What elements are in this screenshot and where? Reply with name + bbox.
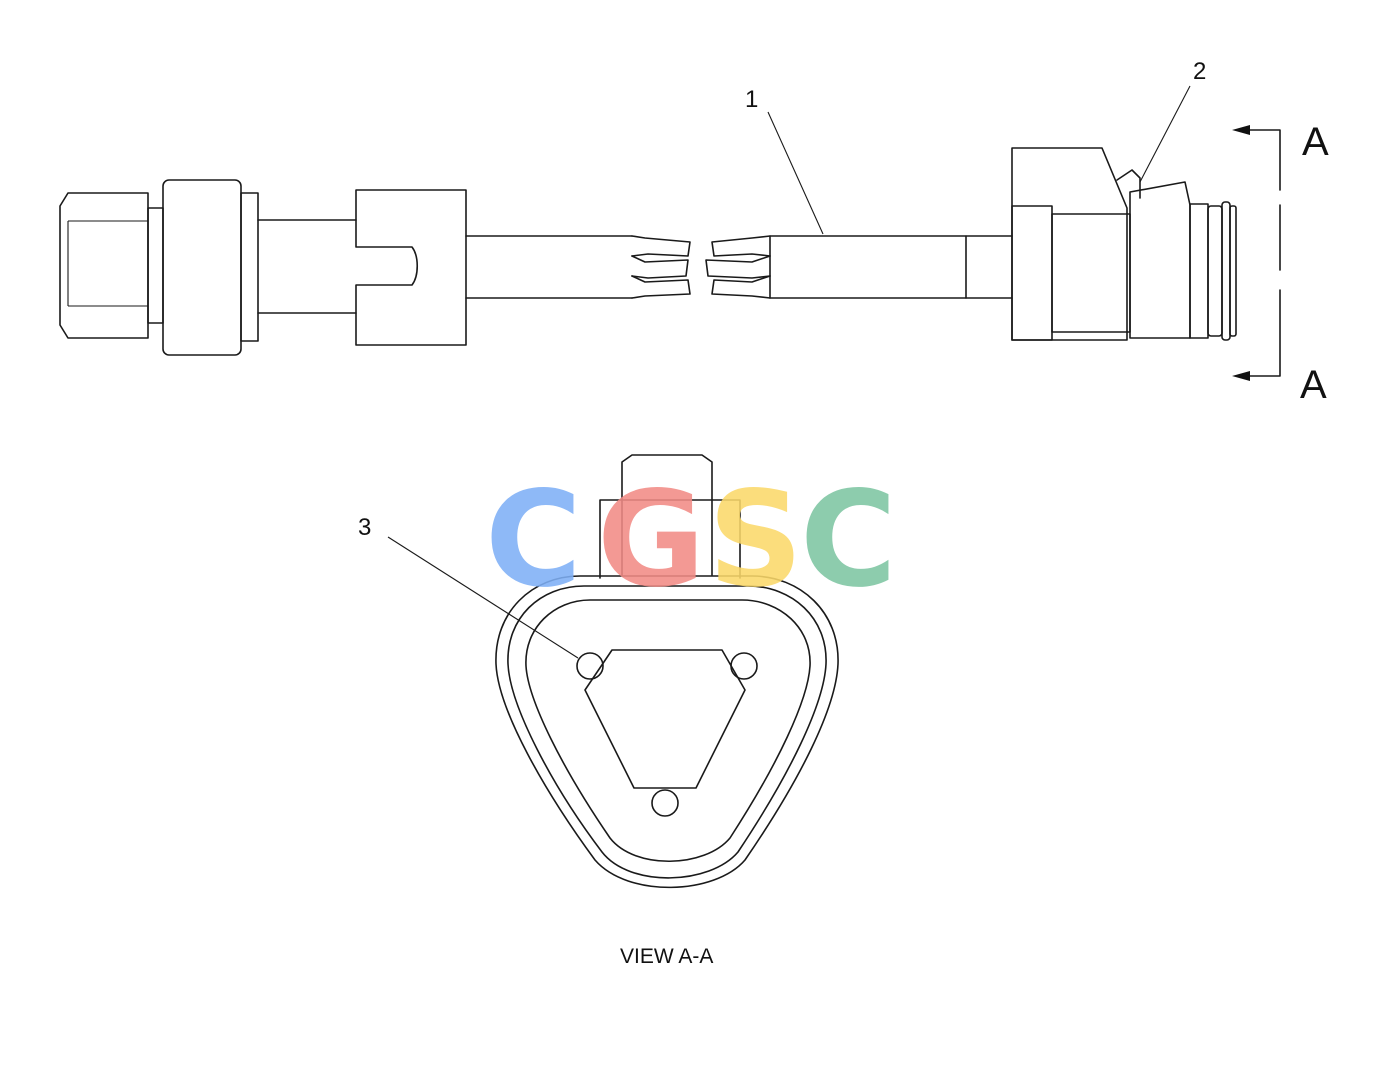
- watermark-logo: C G S C: [485, 463, 897, 617]
- section-label-bottom: A: [1300, 363, 1327, 407]
- cavity-circle: [730, 652, 758, 680]
- watermark-letter-4: C: [800, 463, 897, 617]
- callout-2: 2: [1193, 58, 1206, 85]
- view-caption: VIEW A-A: [620, 945, 713, 968]
- section-line-a-a: A A: [1232, 120, 1329, 407]
- watermark-letter-2: G: [597, 463, 705, 617]
- connector-body: [1011, 147, 1237, 341]
- leader-line-1: [767, 111, 824, 235]
- cable-sleeve: [769, 235, 967, 299]
- section-arrow-top-icon: [1232, 125, 1250, 135]
- connector-end-view: [495, 454, 839, 889]
- hex-fitting: [59, 192, 164, 339]
- cavity-circle: [576, 652, 604, 680]
- leader-line-3: [387, 536, 579, 659]
- section-arrow-bottom-icon: [1232, 371, 1250, 381]
- callout-1: 1: [745, 86, 758, 113]
- callout-3: 3: [358, 514, 371, 541]
- watermark-letter-1: C: [485, 463, 582, 617]
- section-label-top: A: [1302, 120, 1329, 164]
- fitting-collar: [162, 179, 242, 356]
- hose-clip: [355, 189, 467, 346]
- watermark-letter-3: S: [708, 463, 803, 617]
- cavity-circle: [651, 789, 679, 817]
- leader-line-2: [1139, 85, 1191, 183]
- harness-assembly: [59, 147, 1237, 356]
